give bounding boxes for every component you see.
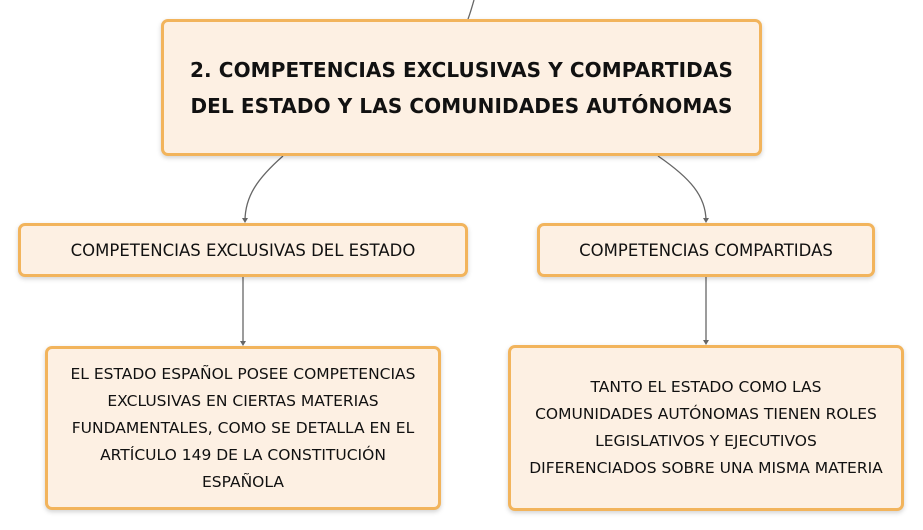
connector-root-to-compartidas bbox=[657, 155, 707, 222]
node-competencias-compartidas[interactable]: COMPETENCIAS COMPARTIDAS bbox=[537, 223, 875, 277]
node-competencias-exclusivas[interactable]: COMPETENCIAS EXCLUSIVAS DEL ESTADO bbox=[18, 223, 468, 277]
root-title: 2. COMPETENCIAS EXCLUSIVAS Y COMPARTIDAS… bbox=[190, 52, 733, 124]
connector-parent-to-root bbox=[467, 0, 475, 20]
arrowhead-compartidas bbox=[703, 218, 709, 223]
arrowhead-exclusivas bbox=[242, 218, 248, 223]
detail-line: EXCLUSIVAS EN CIERTAS MATERIAS bbox=[107, 391, 379, 410]
detail-text: TANTO EL ESTADO COMO LAS COMUNIDADES AUT… bbox=[529, 374, 883, 482]
connector-root-to-exclusivas bbox=[244, 155, 284, 222]
detail-line: FUNDAMENTALES, COMO SE DETALLA EN EL bbox=[71, 418, 415, 437]
detail-line: DIFERENCIADOS SOBRE UNA MISMA MATERIA bbox=[529, 459, 883, 477]
arrowhead-exclusivas-detail bbox=[240, 341, 246, 346]
detail-line: ESPAÑOLA bbox=[202, 472, 284, 491]
arrowhead-compartidas-detail bbox=[703, 340, 709, 345]
node-detail-compartidas[interactable]: TANTO EL ESTADO COMO LAS COMUNIDADES AUT… bbox=[508, 345, 904, 511]
root-title-line: DEL ESTADO Y LAS COMUNIDADES AUTÓNOMAS bbox=[190, 93, 733, 118]
detail-line: LEGISLATIVOS Y EJECUTIVOS bbox=[595, 432, 817, 450]
node-label: COMPETENCIAS COMPARTIDAS bbox=[579, 240, 833, 260]
root-title-line: 2. COMPETENCIAS EXCLUSIVAS Y COMPARTIDAS bbox=[190, 57, 733, 82]
node-label: COMPETENCIAS EXCLUSIVAS DEL ESTADO bbox=[70, 240, 416, 260]
node-detail-exclusivas[interactable]: EL ESTADO ESPAÑOL POSEE COMPETENCIAS EXC… bbox=[45, 346, 441, 510]
detail-text: EL ESTADO ESPAÑOL POSEE COMPETENCIAS EXC… bbox=[71, 361, 416, 496]
detail-line: ARTÍCULO 149 DE LA CONSTITUCIÓN bbox=[100, 445, 386, 464]
root-node[interactable]: 2. COMPETENCIAS EXCLUSIVAS Y COMPARTIDAS… bbox=[161, 19, 762, 156]
detail-line: TANTO EL ESTADO COMO LAS bbox=[590, 378, 822, 396]
detail-line: EL ESTADO ESPAÑOL POSEE COMPETENCIAS bbox=[70, 364, 416, 383]
detail-line: COMUNIDADES AUTÓNOMAS TIENEN ROLES bbox=[535, 405, 877, 423]
